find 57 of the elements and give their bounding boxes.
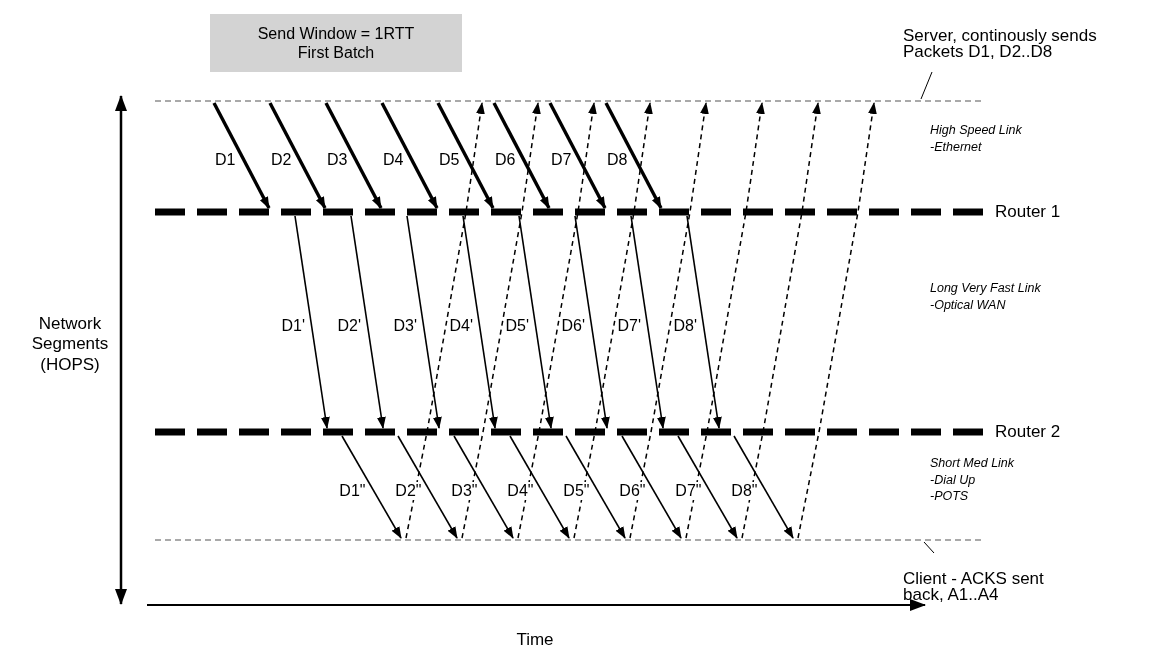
router-label: Router 1 — [995, 202, 1061, 222]
packet-arrow — [548, 102, 607, 209]
packet-arrow — [268, 102, 327, 209]
packet-arrow — [212, 102, 271, 209]
packet-arrow — [294, 215, 330, 429]
edge-label: D8" — [730, 482, 759, 500]
axis-label: Time — [515, 630, 555, 651]
packet-arrow — [380, 102, 439, 209]
ack-arrow — [517, 102, 597, 539]
packet-arrow — [436, 102, 495, 209]
axis-label: Network Segments (HOPS) — [30, 314, 110, 376]
packet-arrow — [518, 215, 554, 429]
leader-line — [920, 71, 933, 100]
edge-label: D2" — [394, 482, 423, 500]
box-text: Send Window = 1RTT — [257, 24, 415, 43]
note-text: Server, continously sends Packets D1, D2..D8 — [903, 28, 1098, 60]
packet-arrow — [462, 215, 498, 429]
edge-label: D7" — [674, 482, 703, 500]
link-label: -Optical WAN — [930, 298, 1006, 313]
packet-arrow — [677, 435, 738, 539]
ack-arrow — [573, 102, 653, 539]
packet-arrow — [630, 215, 666, 429]
packet-arrow — [733, 435, 794, 539]
packet-arrow — [492, 102, 551, 209]
ack-arrow — [797, 102, 877, 539]
edge-label: D4" — [506, 482, 535, 500]
packet-arrow — [350, 215, 386, 429]
edge-label: D5" — [562, 482, 591, 500]
packet-arrow — [686, 215, 722, 429]
packet-arrow — [406, 215, 442, 429]
ack-arrow — [461, 102, 541, 539]
packet-arrow — [397, 435, 458, 539]
packet-arrow — [341, 435, 402, 539]
link-label: Long Very Fast Link — [930, 281, 1041, 296]
packet-arrow — [453, 435, 514, 539]
ack-arrow — [741, 102, 821, 539]
link-label: -Ethernet — [930, 140, 982, 155]
window-box — [210, 14, 462, 72]
link-label: Short Med Link — [930, 456, 1015, 471]
leader-line — [923, 541, 935, 554]
edge-label: D3" — [450, 482, 479, 500]
packet-arrow — [621, 435, 682, 539]
packet-arrow — [604, 102, 663, 209]
packet-arrow — [574, 215, 610, 429]
box-text: First Batch — [297, 43, 375, 62]
packet-arrow — [324, 102, 383, 209]
packet-arrow — [565, 435, 626, 539]
packet-arrow — [509, 435, 570, 539]
ack-arrow — [405, 102, 485, 539]
edge-label: D6" — [618, 482, 647, 500]
link-label: -Dial Up — [930, 473, 976, 488]
link-label: High Speed Link — [930, 123, 1022, 138]
router-label: Router 2 — [995, 422, 1061, 442]
note-text: Client - ACKS sent back, A1..A4 — [903, 571, 1045, 603]
ack-arrow — [685, 102, 765, 539]
link-label: -POTS — [930, 489, 969, 504]
ack-arrow — [629, 102, 709, 539]
